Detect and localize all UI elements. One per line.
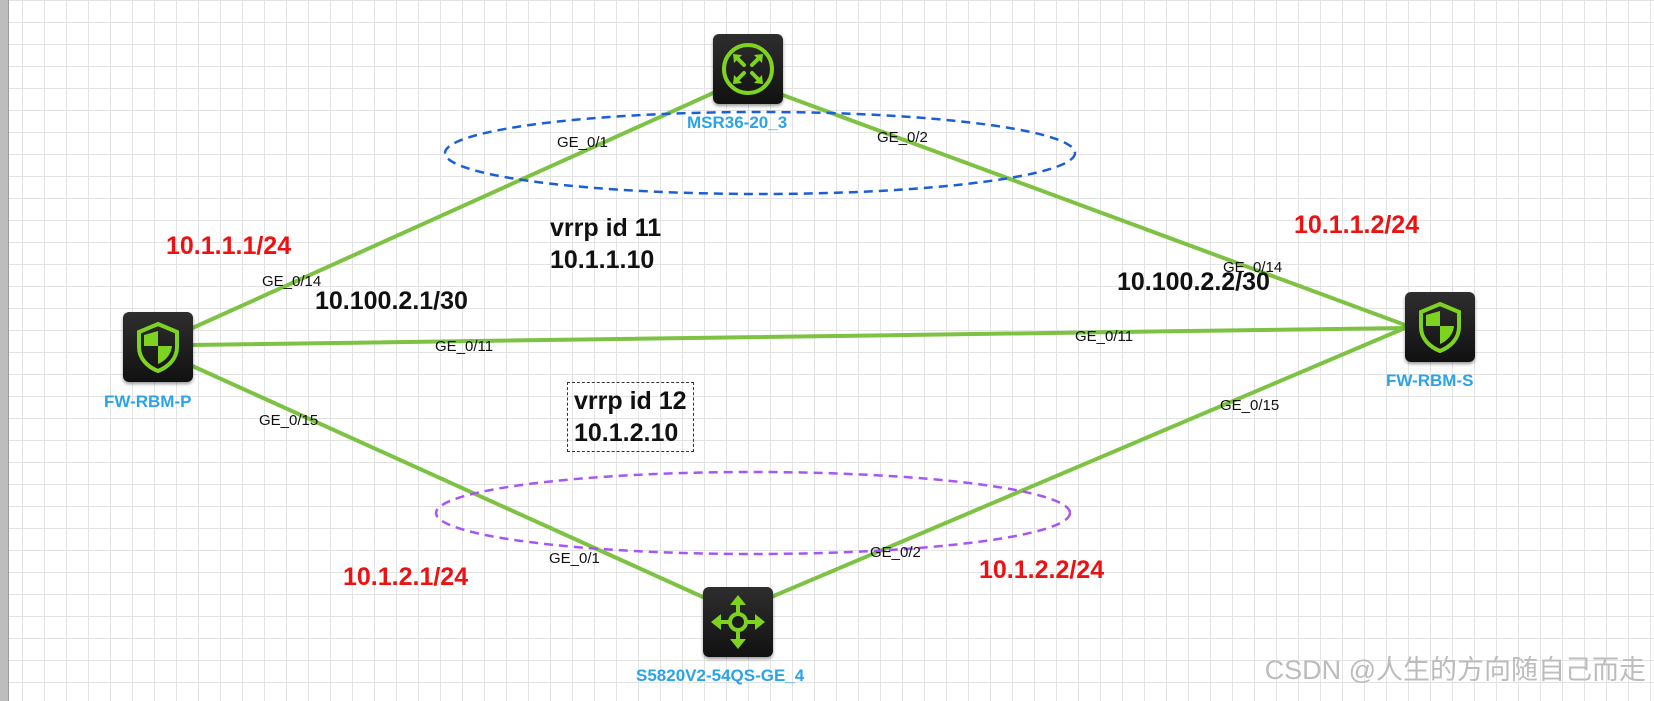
ip-label-fwp-upstream: 10.1.1.1/24: [166, 232, 292, 260]
firewall-secondary-device[interactable]: [1405, 292, 1475, 362]
port-label-switch-ge-0-1: GE_0/1: [549, 550, 600, 567]
vrrp-virtual-ip: 10.1.2.10: [574, 419, 679, 447]
port-label-fwp-ge-0-11: GE_0/11: [435, 338, 494, 355]
ip-label-fwp-heartbeat: 10.100.2.1/30: [315, 287, 468, 315]
vrrp-id-label: vrrp id 11: [550, 214, 662, 242]
link-fwp-router: [186, 78, 744, 332]
window-left-border: [0, 0, 9, 701]
router-name-label: MSR36-20_3: [687, 113, 788, 132]
switch-name-label: S5820V2-54QS-GE_4: [636, 666, 805, 685]
port-label-switch-ge-0-2: GE_0/2: [870, 544, 921, 561]
router-device[interactable]: [713, 34, 783, 104]
switch-device[interactable]: [703, 587, 773, 657]
port-label-fwp-ge-0-15: GE_0/15: [259, 412, 319, 429]
vrrp-virtual-ip: 10.1.1.10: [550, 246, 655, 274]
firewall-primary-device[interactable]: [123, 312, 193, 382]
router-icon: [722, 43, 774, 95]
ip-label-fws-downstream: 10.1.2.2/24: [979, 556, 1105, 584]
watermark: CSDN @人生的方向随自己而走: [1264, 655, 1646, 685]
ip-label-fws-heartbeat: 10.100.2.2/30: [1117, 268, 1270, 296]
ip-label-fws-upstream: 10.1.1.2/24: [1294, 211, 1420, 239]
port-label-router-ge-0-2: GE_0/2: [877, 129, 928, 146]
ip-label-fwp-downstream: 10.1.2.1/24: [343, 563, 469, 591]
port-label-router-ge-0-1: GE_0/1: [557, 134, 608, 151]
port-label-fwp-ge-0-14: GE_0/14: [262, 273, 322, 290]
link-fwp-switch: [186, 362, 738, 614]
vrrp-annotation-upper: vrrp id 11 10.1.1.10: [550, 212, 661, 276]
port-label-fws-ge-0-15: GE_0/15: [1220, 397, 1280, 414]
firewall-secondary-name-label: FW-RBM-S: [1386, 371, 1474, 390]
port-label-fws-ge-0-11: GE_0/11: [1075, 328, 1134, 345]
firewall-primary-name-label: FW-RBM-P: [104, 392, 192, 411]
vrrp-group-ring-lower: [434, 470, 1072, 556]
vrrp-group-ring-upper: [443, 110, 1077, 196]
link-switch-fws: [734, 326, 1407, 614]
port-label-fws-ge-0-14: GE_0/14: [1223, 259, 1283, 276]
link-router-fws: [740, 78, 1407, 327]
vrrp-annotation-lower: vrrp id 12 10.1.2.10: [567, 382, 694, 452]
firewall-shield-icon: [1419, 301, 1461, 354]
link-fwp-fws: [188, 326, 1407, 347]
vrrp-id-label: vrrp id 12: [574, 387, 687, 415]
switch-icon: [711, 595, 765, 649]
firewall-shield-icon: [137, 321, 179, 374]
